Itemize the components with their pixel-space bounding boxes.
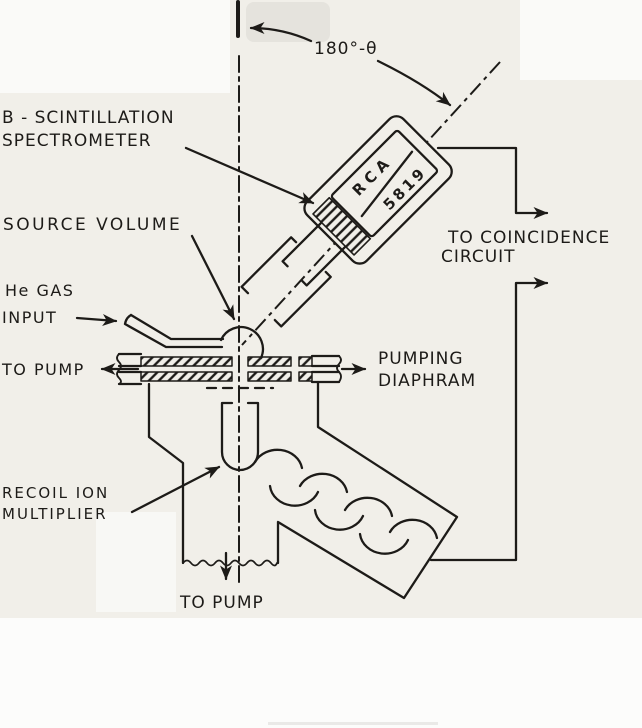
pmt-tube-outline — [330, 129, 439, 238]
recoil-label-line1: RECOIL ION — [2, 484, 109, 502]
spectrometer-label-line1: B - SCINTILLATION — [2, 108, 175, 128]
collimator-inner-tube — [281, 222, 346, 287]
pmt-signal-line — [436, 146, 549, 219]
angle-label: 180°-θ — [314, 39, 377, 59]
he-gas-inlet-tube — [123, 313, 225, 349]
pumping-label-line2: DIAPHRAM — [378, 371, 476, 391]
he-gas-input-arrow — [75, 313, 118, 326]
source-volume-leader-arrow — [190, 234, 236, 321]
chamber-wall-left — [147, 382, 185, 565]
scan-light-patch — [520, 0, 642, 80]
spectrometer-leader-arrow — [184, 146, 315, 205]
beam-axis-line — [241, 61, 501, 346]
angle-arc-arrow — [249, 22, 313, 43]
bottom-tube-break-line — [182, 559, 278, 567]
source-volume-dome — [219, 325, 265, 360]
multiplier-helix — [253, 448, 439, 555]
diaphragm-bar — [298, 356, 313, 367]
to-pump-bottom-label: TO PUMP — [179, 593, 264, 613]
pump-port-right — [310, 354, 341, 384]
recoil-multiplier-leader-arrow — [130, 465, 221, 514]
pump-port-left — [117, 352, 143, 386]
scan-smudge-artifact — [246, 2, 330, 42]
figure-labels: 180°-θ B - SCINTILLATION SPECTROMETER SO… — [1, 39, 610, 613]
pmt-label-divider — [360, 150, 414, 218]
he-gas-label-line2: INPUT — [2, 308, 57, 327]
coincidence-label-line2: CIRCUIT — [441, 247, 516, 267]
pump-port-right-break-edge — [336, 355, 342, 383]
diaphragm-bar — [298, 371, 313, 382]
scintillation-spectrometer-assembly: RCA 5819 — [240, 115, 453, 328]
diaphragm-bar — [140, 371, 233, 382]
angle-leader-arrow — [376, 59, 452, 107]
collimator-outer-shield — [240, 236, 332, 328]
diaphragm-bar — [140, 356, 233, 367]
scan-light-patch — [0, 618, 642, 728]
diaphragm-bar — [247, 356, 292, 367]
he-gas-label-line1: He GAS — [5, 281, 74, 300]
coincidence-label-line1: TO COINCIDENCE — [447, 228, 610, 248]
multiplier-signal-line — [429, 277, 549, 562]
scan-smudge-artifact — [268, 722, 438, 725]
scan-light-patch — [0, 0, 230, 93]
chamber-wall-right-and-duct — [276, 380, 459, 600]
diaphragm-bar — [247, 371, 292, 382]
pmt-photocathode-hatch — [312, 196, 372, 256]
source-volume-label: SOURCE VOLUME — [3, 215, 182, 235]
recoil-label-line2: MULTIPLIER — [2, 505, 108, 523]
spectrometer-label-line2: SPECTROMETER — [2, 131, 152, 151]
pumping-diaphragm-bars — [140, 356, 313, 382]
to-pump-left-label: TO PUMP — [1, 360, 85, 379]
pumping-label-line1: PUMPING — [378, 349, 464, 369]
scan-light-patch — [96, 512, 176, 612]
